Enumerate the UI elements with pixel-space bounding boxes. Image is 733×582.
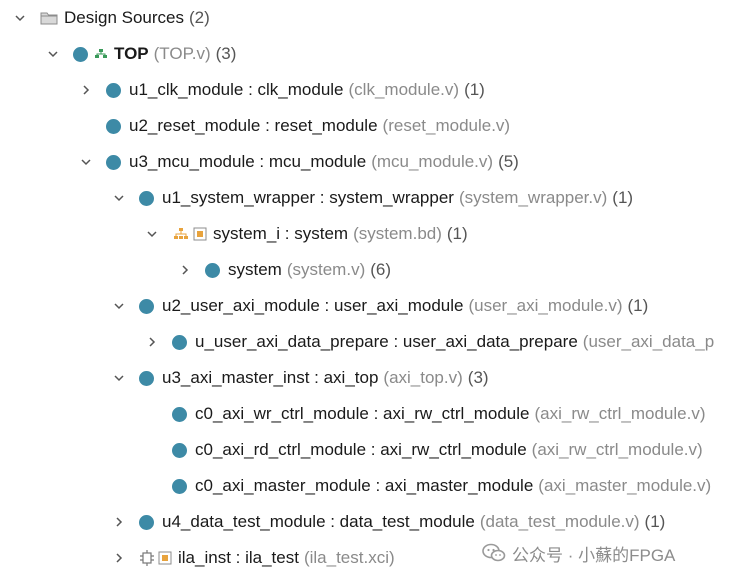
node-file: (system_wrapper.v) <box>458 188 608 207</box>
wechat-icon <box>482 543 506 563</box>
node-name: TOP <box>114 44 149 63</box>
node-file: (axi_top.v) <box>383 368 463 387</box>
node-count: (2) <box>189 8 210 27</box>
module-dot-icon <box>106 118 121 134</box>
block-design-icon <box>172 227 207 241</box>
module-dot-icon <box>172 334 187 350</box>
tree-row-system[interactable]: system(system.v)(6) <box>177 252 391 288</box>
node-name: c0_axi_rd_ctrl_module : axi_rw_ctrl_modu… <box>195 440 527 459</box>
node-count: (1) <box>446 224 468 243</box>
node-file: (mcu_module.v) <box>371 152 494 171</box>
tree-row-u-user-axi-data-prepare[interactable]: u_user_axi_data_prepare : user_axi_data_… <box>144 324 714 360</box>
node-name: u1_system_wrapper : system_wrapper <box>162 188 454 207</box>
node-name: u_user_axi_data_prepare : user_axi_data_… <box>195 332 578 351</box>
node-name: system_i : system <box>213 224 349 243</box>
chevron-down-icon[interactable] <box>111 298 127 314</box>
node-file: (user_axi_module.v) <box>468 296 623 315</box>
node-name: Design Sources <box>64 8 185 27</box>
watermark-text: 公众号 · 小蘇的FPGA <box>512 545 676 565</box>
chevron-right-icon[interactable] <box>111 550 127 566</box>
node-file: (axi_master_module.v) <box>538 476 712 495</box>
module-dot-icon <box>139 298 154 314</box>
chevron-down-icon[interactable] <box>78 154 94 170</box>
node-name: ila_inst : ila_test <box>178 548 299 567</box>
tree-row-ila-inst[interactable]: ila_inst : ila_test(ila_test.xci) <box>111 540 395 576</box>
module-dot-icon <box>172 442 187 458</box>
node-count: (3) <box>467 368 489 387</box>
node-name: u3_axi_master_inst : axi_top <box>162 368 379 387</box>
node-count: (1) <box>464 80 485 99</box>
node-file: (data_test_module.v) <box>479 512 640 531</box>
folder-icon <box>40 10 58 26</box>
tree-row-design-sources[interactable]: Design Sources(2) <box>12 0 210 36</box>
tree-row-top[interactable]: TOP(TOP.v)(3) <box>45 36 236 72</box>
node-count: (3) <box>215 44 237 63</box>
node-file: (clk_module.v) <box>348 80 460 99</box>
chevron-right-icon[interactable] <box>78 82 94 98</box>
tree-row-c0-axi-master-module[interactable]: c0_axi_master_module : axi_master_module… <box>144 468 711 504</box>
node-name: u2_user_axi_module : user_axi_module <box>162 296 464 315</box>
node-name: u4_data_test_module : data_test_module <box>162 512 475 531</box>
tree-row-u1-clk-module[interactable]: u1_clk_module : clk_module(clk_module.v)… <box>78 72 485 108</box>
node-file: (user_axi_data_p <box>582 332 715 351</box>
node-file: (system.v) <box>286 260 366 279</box>
node-name: u1_clk_module : clk_module <box>129 80 344 99</box>
tree-row-c0-axi-rd-ctrl-module[interactable]: c0_axi_rd_ctrl_module : axi_rw_ctrl_modu… <box>144 432 703 468</box>
node-file: (system.bd) <box>353 224 442 243</box>
watermark: 公众号 · 小蘇的FPGA <box>482 540 675 566</box>
node-name: u2_reset_module : reset_module <box>129 116 378 135</box>
node-file: (ila_test.xci) <box>303 548 395 567</box>
tree-row-system-i[interactable]: system_i : system(system.bd)(1) <box>144 216 468 252</box>
node-count: (6) <box>370 260 392 279</box>
node-name: c0_axi_wr_ctrl_module : axi_rw_ctrl_modu… <box>195 404 530 423</box>
module-dot-icon <box>172 478 187 494</box>
module-dot-icon <box>172 406 187 422</box>
node-count: (1) <box>644 512 666 531</box>
chevron-down-icon[interactable] <box>45 46 61 62</box>
tree-row-c0-axi-wr-ctrl-module[interactable]: c0_axi_wr_ctrl_module : axi_rw_ctrl_modu… <box>144 396 705 432</box>
chevron-down-icon[interactable] <box>111 370 127 386</box>
node-name: c0_axi_master_module : axi_master_module <box>195 476 534 495</box>
ip-core-icon <box>139 550 172 566</box>
tree-row-u1-system-wrapper[interactable]: u1_system_wrapper : system_wrapper(syste… <box>111 180 633 216</box>
module-dot-icon <box>106 82 121 98</box>
chevron-down-icon[interactable] <box>111 190 127 206</box>
chevron-right-icon[interactable] <box>111 514 127 530</box>
node-file: (axi_rw_ctrl_module.v) <box>531 440 703 459</box>
module-dot-icon <box>205 262 220 278</box>
module-dot-icon <box>139 370 154 386</box>
top-module-icon <box>73 46 108 62</box>
node-count: (1) <box>612 188 634 207</box>
chevron-down-icon[interactable] <box>12 10 28 26</box>
chevron-right-icon[interactable] <box>144 334 160 350</box>
module-dot-icon <box>139 190 154 206</box>
node-name: system <box>228 260 282 279</box>
tree-row-u2-user-axi-module[interactable]: u2_user_axi_module : user_axi_module(use… <box>111 288 648 324</box>
node-file: (axi_rw_ctrl_module.v) <box>534 404 706 423</box>
tree-row-u3-axi-master-inst[interactable]: u3_axi_master_inst : axi_top(axi_top.v)(… <box>111 360 489 396</box>
tree-row-u2-reset-module[interactable]: u2_reset_module : reset_module(reset_mod… <box>78 108 510 144</box>
node-file: (reset_module.v) <box>382 116 511 135</box>
node-file: (TOP.v) <box>153 44 211 63</box>
tree-row-u3-mcu-module[interactable]: u3_mcu_module : mcu_module(mcu_module.v)… <box>78 144 519 180</box>
node-name: u3_mcu_module : mcu_module <box>129 152 367 171</box>
module-dot-icon <box>139 514 154 530</box>
chevron-right-icon[interactable] <box>177 262 193 278</box>
node-count: (5) <box>498 152 519 171</box>
module-dot-icon <box>106 154 121 170</box>
node-count: (1) <box>627 296 649 315</box>
tree-row-u4-data-test-module[interactable]: u4_data_test_module : data_test_module(d… <box>111 504 665 540</box>
chevron-down-icon[interactable] <box>144 226 160 242</box>
